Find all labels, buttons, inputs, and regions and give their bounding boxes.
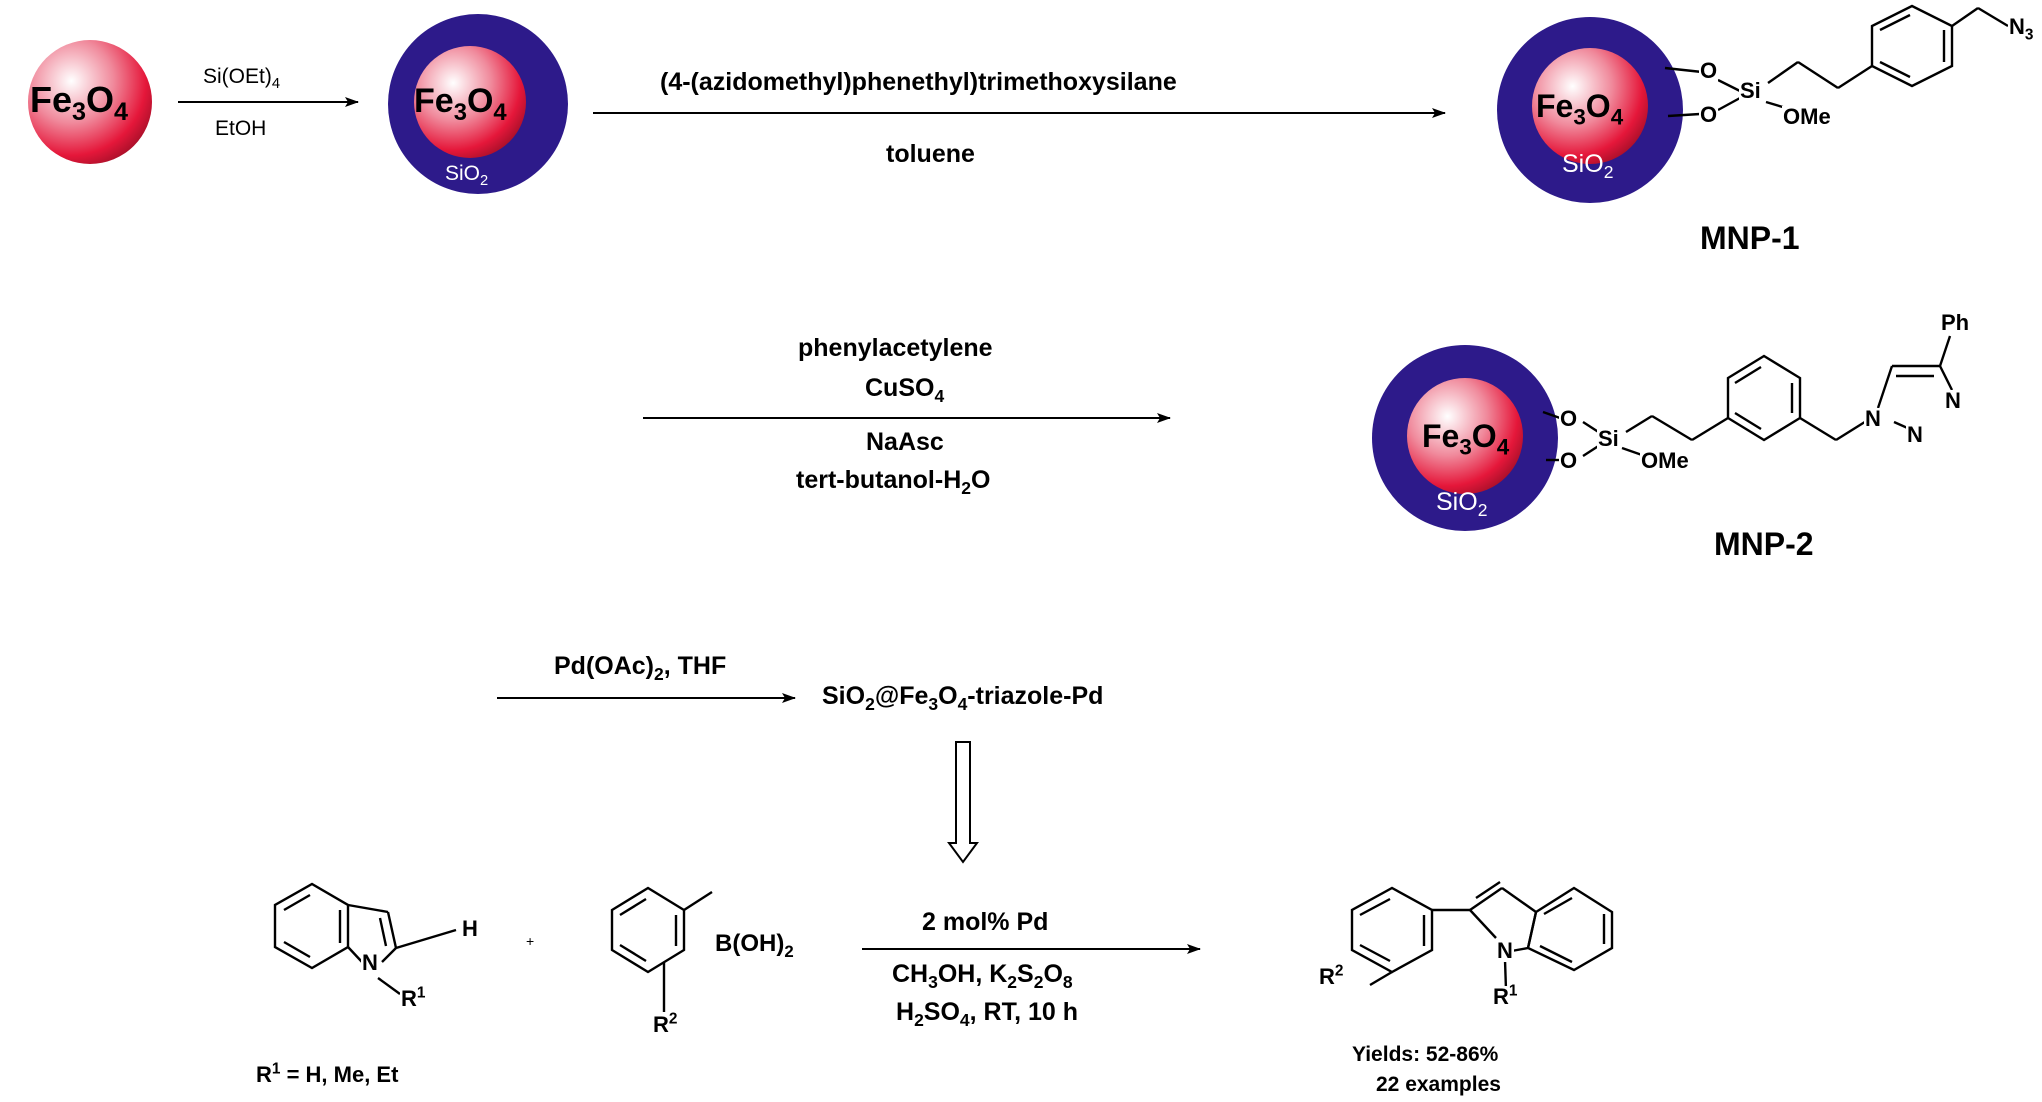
fe3o4-core-label: Fe3O4 — [1422, 418, 1510, 460]
atom-r2: R2 — [652, 1010, 679, 1037]
atom-r1: R1 — [400, 984, 427, 1011]
sio2-shell-label: SiO2 — [1562, 150, 1614, 182]
fe3o4-core-label: Fe3O4 — [414, 82, 507, 126]
step1-solvent: EtOH — [215, 117, 267, 140]
atom-nitrogen: N — [1906, 422, 1924, 447]
r1-definition: R1 = H, Me, Et — [256, 1060, 399, 1087]
atom-nitrogen: N — [1496, 938, 1514, 963]
atom-oxygen: O — [1559, 448, 1579, 473]
step5-conditions-1: CH3OH, K2S2O8 — [892, 960, 1073, 992]
step1-reagent: Si(OEt)4 — [203, 65, 281, 93]
sio2-shell-label: SiO2 — [1436, 488, 1488, 520]
atom-phenyl: Ph — [1940, 310, 1971, 335]
fe3o4-core — [1532, 48, 1648, 164]
fe3o4-core — [414, 46, 526, 158]
atom-nitrogen: N — [1944, 388, 1962, 413]
mnp2-linker — [1542, 335, 1954, 462]
hollow-down-arrow — [947, 741, 979, 864]
step3-reagent-2: CuSO4 — [865, 374, 945, 406]
indole-reactant — [273, 882, 457, 995]
catalyst-label: SiO2@Fe3O4-triazole-Pd — [822, 682, 1104, 714]
atom-methoxy: OMe — [1640, 448, 1690, 473]
atom-silicon: Si — [1739, 78, 1762, 103]
atom-oxygen: O — [1699, 102, 1719, 127]
atom-nitrogen: N — [361, 950, 379, 975]
step2-solvent: toluene — [886, 140, 975, 168]
example-count: 22 examples — [1376, 1073, 1501, 1096]
fe3o4-core-label: Fe3O4 — [1536, 88, 1624, 130]
step4-reagent: Pd(OAc)2, THF — [554, 652, 727, 684]
atom-hydrogen: H — [461, 916, 479, 941]
step5-catalyst: 2 mol% Pd — [922, 908, 1049, 936]
fe3o4-particle — [28, 40, 152, 164]
step3-solvent: tert-butanol-H2O — [796, 466, 991, 498]
arylboronic-acid — [610, 886, 713, 1012]
atom-oxygen: O — [1699, 58, 1719, 83]
mnp1-label: MNP-1 — [1700, 220, 1800, 256]
step2-reagent: (4-(azidomethyl)phenethyl)trimethoxysila… — [660, 68, 1177, 96]
boronic-acid-group: B(OH)2 — [714, 930, 795, 961]
atom-r2: R2 — [1318, 962, 1345, 989]
sio2-shell-label: SiO2 — [445, 162, 489, 190]
fe3o4-label: Fe3O4 — [30, 79, 129, 127]
mnp1-linker — [1664, 4, 2009, 118]
arylindole-product — [1350, 881, 1614, 991]
yield-range: Yields: 52-86% — [1352, 1043, 1499, 1066]
atom-azide: N3 — [2008, 14, 2035, 44]
atom-silicon: Si — [1597, 426, 1620, 451]
plus-sign: + — [526, 933, 535, 949]
step3-reagent-1: phenylacetylene — [798, 334, 993, 362]
mnp2-label: MNP-2 — [1714, 526, 1814, 562]
step3-reagent-3: NaAsc — [866, 428, 944, 456]
step5-conditions-2: H2SO4, RT, 10 h — [896, 998, 1079, 1030]
atom-oxygen: O — [1559, 406, 1579, 431]
atom-methoxy: OMe — [1782, 104, 1832, 129]
fe3o4-core — [1407, 378, 1523, 494]
atom-r1: R1 — [1492, 982, 1519, 1009]
atom-nitrogen: N — [1864, 406, 1882, 431]
